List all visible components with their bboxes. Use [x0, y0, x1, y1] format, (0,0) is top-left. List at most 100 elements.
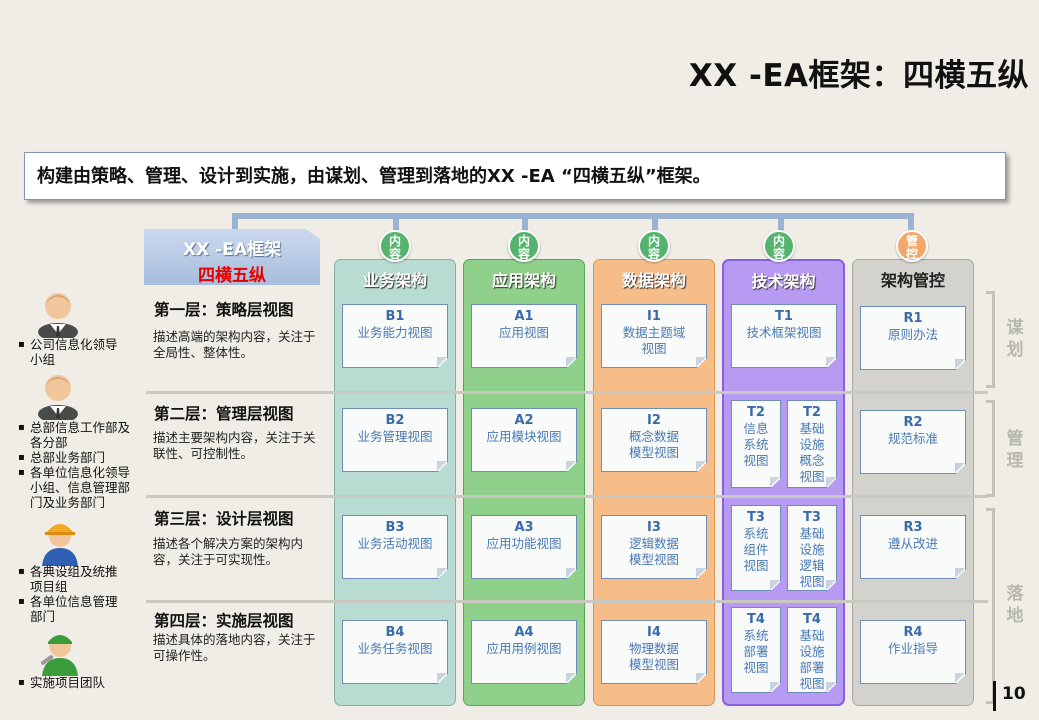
layer-desc-design: 描述各个解决方案的架构内容，关注于可实现性。 — [153, 536, 304, 567]
connector-bar — [232, 213, 914, 219]
cell-name: 概念数据 — [628, 429, 679, 444]
cell-name: 部署 — [799, 660, 825, 675]
cell-name: 基础 — [799, 628, 825, 643]
phase-label-manage: 管理 — [1006, 429, 1024, 471]
cell-name: 数据主题域 — [622, 325, 686, 340]
column-title: 业务架构 — [362, 271, 427, 290]
cell-name: 基础 — [799, 526, 825, 541]
connector-drop — [908, 213, 914, 237]
cell-name: 模型视图 — [628, 657, 679, 672]
cell-code: A1 — [514, 309, 534, 324]
layer-divider — [146, 495, 988, 498]
cell-code: B2 — [385, 413, 405, 428]
cell-name: 原则办法 — [887, 327, 938, 342]
cell-name: 视图 — [799, 574, 825, 589]
framework-subtitle: 四横五纵 — [198, 266, 266, 286]
cell-name: 设施 — [799, 644, 825, 659]
role-item: 总部业务部门 — [18, 450, 142, 465]
cell-name: 应用用例视图 — [486, 641, 562, 656]
page-number: 10 — [1002, 684, 1026, 704]
cell-name: 业务管理视图 — [357, 429, 433, 444]
cell-code: T2 — [747, 405, 765, 420]
cell-code: I1 — [647, 309, 661, 324]
role-item: 各典设组及统推项目组 — [18, 564, 120, 594]
cell-code: R4 — [903, 625, 923, 640]
cell-code: B4 — [385, 625, 405, 640]
connector-drop — [652, 213, 658, 237]
column-title: 技术架构 — [751, 272, 816, 291]
cell-name: 逻辑 — [799, 558, 825, 573]
connector-drop — [522, 213, 528, 237]
leader-avatar-icon — [38, 293, 78, 338]
cell-code: R1 — [903, 311, 923, 326]
role-list-implementation: 实施项目团队 — [18, 675, 128, 690]
cell-name: 遵从改进 — [887, 536, 938, 551]
column-title: 架构管控 — [880, 271, 945, 290]
layer-title-strategy: 第一层：策略层视图 — [154, 301, 294, 319]
layer-title-management: 第二层：管理层视图 — [154, 405, 294, 423]
role-list-management: 总部信息工作部及各分部 总部业务部门 各单位信息化领导小组、信息管理部门及业务部… — [18, 420, 142, 510]
layer-desc-strategy: 描述高端的架构内容，关注于全局性、整体性。 — [153, 329, 316, 360]
content-badge: 内容 — [763, 230, 795, 262]
framework-summary-banner: 构建由策略、管理、设计到实施，由谋划、管理到落地的XX -EA “四横五纵”框架… — [24, 152, 1006, 200]
control-badge: 管控 — [896, 230, 928, 262]
design-group-avatar-icon — [42, 524, 78, 566]
column-title: 数据架构 — [621, 271, 686, 290]
cell-code: I3 — [647, 520, 661, 535]
role-item: 各单位信息化领导小组、信息管理部门及业务部门 — [18, 465, 142, 510]
layer-title-design: 第三层：设计层视图 — [154, 510, 294, 528]
cell-code: T3 — [803, 510, 821, 525]
connector-drop — [778, 213, 784, 237]
cell-name: 视图 — [743, 558, 769, 573]
cell-name: 视图 — [799, 676, 825, 691]
cell-name: 业务能力视图 — [357, 325, 433, 340]
role-list-design: 各典设组及统推项目组 各单位信息管理部门 — [18, 564, 120, 624]
cell-name: 基础 — [799, 421, 825, 436]
cell-code: T4 — [803, 612, 821, 627]
cell-name: 作业指导 — [887, 641, 938, 656]
framework-name: XX -EA框架 — [183, 240, 281, 260]
role-item: 实施项目团队 — [18, 675, 128, 690]
phase-label-land: 落地 — [1006, 584, 1024, 626]
implementation-team-avatar-icon — [40, 635, 78, 676]
role-list-strategy: 公司信息化领导小组 — [18, 337, 118, 367]
phase-label-plan: 谋划 — [1006, 318, 1024, 360]
cell-name: 系统 — [743, 628, 769, 643]
page-number-bar — [993, 681, 996, 711]
cell-name: 部署 — [743, 644, 769, 659]
cell-code: R3 — [903, 520, 923, 535]
manager-avatar-icon — [38, 375, 78, 420]
cell-name: 业务任务视图 — [357, 641, 433, 656]
connector-drop — [393, 213, 399, 237]
cell-name: 物理数据 — [628, 641, 679, 656]
cell-code: I4 — [647, 625, 661, 640]
phase-bracket-plan — [986, 291, 995, 388]
cell-name: 逻辑数据 — [628, 536, 679, 551]
cell-name: 应用视图 — [498, 325, 549, 340]
cell-code: A3 — [514, 520, 534, 535]
cell-name: 应用功能视图 — [486, 536, 562, 551]
layer-divider — [146, 391, 988, 394]
layer-divider — [146, 600, 988, 603]
cell-code: B1 — [385, 309, 405, 324]
cell-name: 模型视图 — [628, 552, 679, 567]
role-item: 公司信息化领导小组 — [18, 337, 118, 367]
